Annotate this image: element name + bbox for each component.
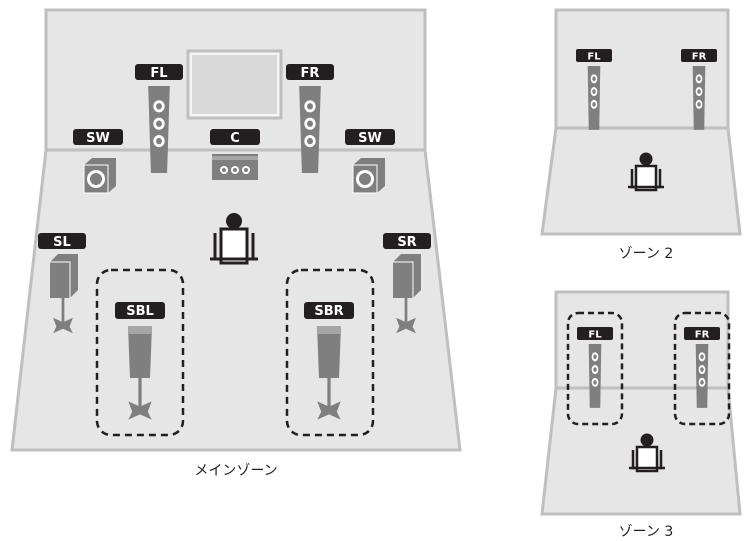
- front-right-speaker: FR: [286, 64, 334, 173]
- surround-left-speaker: SL: [38, 233, 86, 335]
- zone3-front-right-speaker: FR: [673, 311, 731, 426]
- subwoofer-right-label: SW: [358, 131, 382, 146]
- zone3-caption: ゾーン 3: [618, 524, 674, 540]
- zone3-room: [540, 290, 742, 516]
- surround-back-left-speaker: SBL: [95, 268, 185, 437]
- zone3-front-left-label: FL: [588, 330, 602, 341]
- zone2-front-right-speaker: FR: [681, 49, 717, 130]
- tv-screen: [186, 49, 283, 120]
- zone2-room: [540, 8, 742, 236]
- zone2-front-right-label: FR: [692, 52, 707, 63]
- main-zone-caption: メインゾーン: [194, 463, 278, 479]
- surround-left-label: SL: [53, 235, 71, 250]
- surround-back-right-speaker: SBR: [285, 268, 375, 437]
- subwoofer-left: SW: [73, 129, 123, 194]
- zone2-caption: ゾーン 2: [618, 246, 674, 262]
- front-left-speaker: FL: [135, 64, 183, 173]
- surround-right-speaker: SR: [383, 233, 431, 335]
- zone2-front-left-speaker: FL: [576, 49, 612, 130]
- surround-back-left-label: SBL: [126, 304, 154, 319]
- surround-right-label: SR: [397, 235, 416, 250]
- front-left-label: FL: [150, 66, 167, 81]
- zone3-front-right-label: FR: [695, 330, 710, 341]
- zone2-front-left-label: FL: [587, 52, 601, 63]
- center-label: C: [230, 131, 240, 146]
- center-speaker: C: [210, 129, 260, 180]
- surround-back-right-label: SBR: [314, 304, 343, 319]
- subwoofer-right: SW: [345, 129, 395, 194]
- subwoofer-left-label: SW: [86, 131, 110, 146]
- zone3-front-left-speaker: FL: [566, 311, 624, 426]
- front-right-label: FR: [301, 66, 320, 81]
